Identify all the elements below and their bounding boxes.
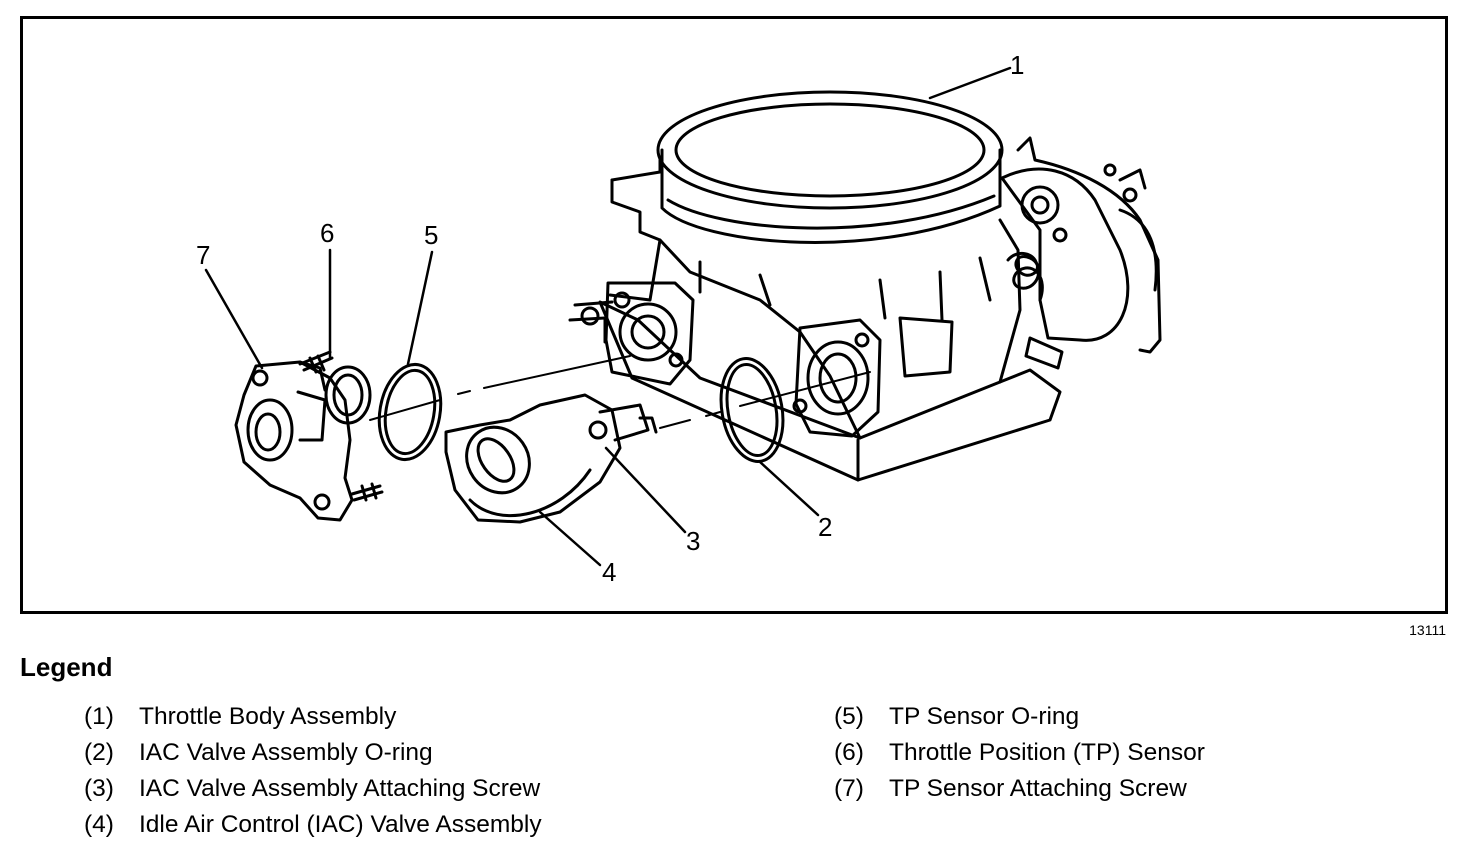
legend-item: (2) IAC Valve Assembly O-ring: [84, 738, 542, 774]
callout-5: 5: [424, 220, 438, 250]
legend-item-number: (1): [84, 703, 114, 730]
legend-item-label: IAC Valve Assembly O-ring: [139, 739, 433, 766]
legend-item-number: (7): [834, 775, 864, 802]
callout-2: 2: [818, 512, 832, 542]
throttle-body-drawing: [568, 90, 1162, 482]
legend-item-label: Throttle Position (TP) Sensor: [889, 739, 1205, 766]
legend-item: (4) Idle Air Control (IAC) Valve Assembl…: [84, 810, 542, 846]
figure-id: 13111: [1409, 622, 1446, 638]
legend-item: (3) IAC Valve Assembly Attaching Screw: [84, 774, 542, 810]
callout-1: 1: [1010, 50, 1024, 80]
callout-6: 6: [320, 218, 334, 248]
iac-valve-drawing: [444, 393, 658, 524]
iac-o-ring-drawing: [719, 357, 785, 463]
legend-column-right: (5) TP Sensor O-ring (6) Throttle Positi…: [834, 702, 1205, 810]
tp-sensor-drawing: [234, 360, 372, 522]
legend-item-number: (5): [834, 703, 864, 730]
legend-item: (6) Throttle Position (TP) Sensor: [834, 738, 1205, 774]
tp-o-ring-drawing: [377, 362, 443, 462]
legend-item-number: (4): [84, 811, 114, 838]
screw-upper: [298, 350, 334, 374]
legend-item-label: Throttle Body Assembly: [139, 703, 397, 730]
callout-4: 4: [602, 557, 616, 587]
legend-item-number: (3): [84, 775, 114, 802]
legend-item-label: Idle Air Control (IAC) Valve Assembly: [139, 811, 542, 838]
alignment-lines: [369, 355, 871, 429]
legend-column-left: (1) Throttle Body Assembly (2) IAC Valve…: [84, 702, 542, 846]
screw-lower: [350, 482, 384, 502]
diagram-frame: [20, 16, 1448, 614]
leader-lines: [204, 66, 1012, 567]
legend-item-label: TP Sensor Attaching Screw: [889, 775, 1187, 802]
legend-item-number: (6): [834, 739, 864, 766]
legend-item: (1) Throttle Body Assembly: [84, 702, 542, 738]
legend-item: (7) TP Sensor Attaching Screw: [834, 774, 1205, 810]
legend-item-number: (2): [84, 739, 114, 766]
legend-item-label: IAC Valve Assembly Attaching Screw: [139, 775, 541, 802]
callout-3: 3: [686, 526, 700, 556]
legend-title: Legend: [20, 652, 113, 682]
callout-7: 7: [196, 240, 210, 270]
legend-item: (5) TP Sensor O-ring: [834, 702, 1205, 738]
throttle-body-illustration: 1 2 3 4 5 6 7: [196, 50, 1162, 587]
legend-item-label: TP Sensor O-ring: [889, 703, 1080, 730]
